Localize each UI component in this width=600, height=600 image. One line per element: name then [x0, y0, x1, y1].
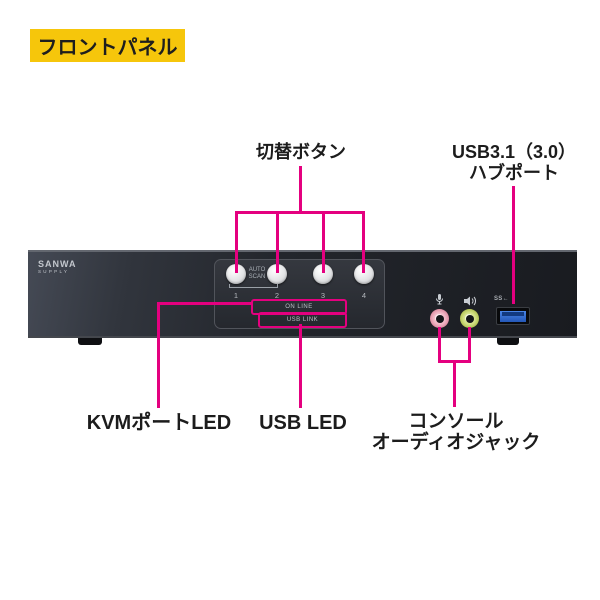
select-button-4	[354, 264, 374, 284]
callout-console-audio-label: コンソール オーディオジャック	[371, 411, 541, 454]
callout-switch-buttons-label: 切替ボタン	[256, 142, 346, 162]
section-badge: フロントパネル	[30, 29, 185, 62]
usb-link-led-row: USB LINK	[258, 312, 347, 328]
connector-line	[322, 211, 325, 273]
microphone-jack	[430, 309, 449, 328]
headphone-jack-hole	[465, 314, 474, 323]
connector-line	[453, 360, 456, 407]
connector-line	[299, 324, 302, 408]
brand-logo: SANWA SUPPLY	[38, 260, 77, 275]
callout-usb-hub-line2: ハブポート	[469, 162, 559, 183]
device-foot-right	[497, 338, 519, 345]
connector-line	[157, 302, 160, 408]
connector-line	[512, 186, 515, 304]
microphone-icon	[433, 293, 446, 311]
online-led-row: ON LINE	[251, 299, 347, 315]
microphone-jack-hole	[435, 314, 444, 323]
button-number-3: 3	[320, 291, 326, 300]
select-button-3	[313, 264, 333, 284]
connector-line	[235, 211, 365, 214]
callout-usb-hub-label: USB3.1（3.0） ハブポート	[434, 142, 594, 183]
usb-hub-port	[496, 307, 530, 325]
brand-sub: SUPPLY	[38, 269, 70, 274]
callout-usb-hub-line1: USB3.1（3.0）	[451, 142, 577, 162]
button-number-1: 1	[233, 291, 239, 300]
usb-port-tab	[500, 310, 526, 322]
button-number-2: 2	[274, 291, 280, 300]
auto-scan-label: AUTO SCAN	[248, 267, 266, 280]
callout-usb-led-label: USB LED	[259, 412, 347, 434]
connector-line	[235, 211, 238, 273]
connector-line	[362, 211, 365, 273]
auto-scan-bracket	[229, 284, 278, 288]
connector-line	[299, 166, 302, 213]
usb-link-led-label: USB LINK	[286, 317, 319, 323]
speaker-icon	[463, 294, 478, 312]
select-button-2	[267, 264, 287, 284]
connector-line	[157, 302, 253, 305]
device-foot-left	[78, 338, 102, 345]
brand-name: SANWA	[38, 259, 77, 269]
callout-console-audio-line1: コンソール	[408, 411, 504, 432]
usb-ss-logo: SS←	[494, 296, 509, 302]
connector-line	[468, 327, 471, 363]
select-button-1	[226, 264, 246, 284]
online-led-label: ON LINE	[285, 304, 313, 310]
connector-line	[276, 211, 279, 273]
button-number-4: 4	[361, 291, 367, 300]
connector-line	[438, 327, 441, 363]
headphone-jack	[460, 309, 479, 328]
callout-kvm-port-led-label: KVMポートLED	[86, 412, 232, 434]
callout-console-audio-line2: オーディオジャック	[371, 431, 541, 453]
